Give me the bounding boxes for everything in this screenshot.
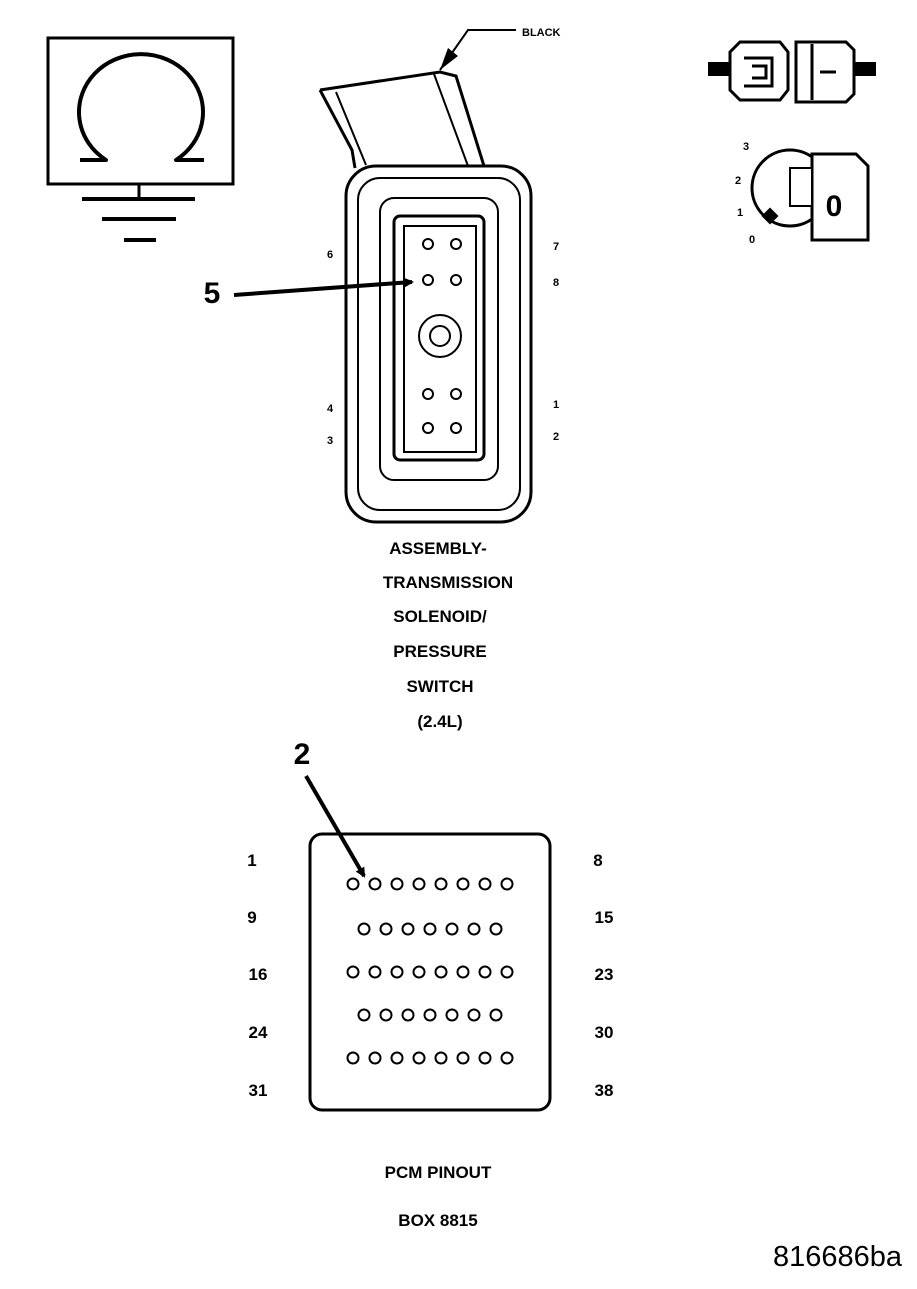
ohmmeter-icon: Ω	[46, 36, 235, 186]
pcm-pin-hole	[434, 1051, 448, 1065]
solenoid-callout-number: 5	[204, 277, 221, 310]
solenoid-pin-7: 7	[553, 241, 559, 253]
solenoid-caption-line-4: PRESSURE	[393, 642, 487, 661]
solenoid-caption-line-2: TRANSMISSION	[383, 573, 513, 592]
key-position-1: 1	[737, 207, 743, 219]
pcm-pin-8: 8	[593, 851, 602, 870]
solenoid-caption-line-1: ASSEMBLY-	[389, 539, 487, 558]
ground-icon	[82, 184, 195, 242]
pcm-pin-hole	[346, 965, 360, 979]
key-position-2: 2	[735, 175, 741, 187]
pcm-pin-hole	[445, 922, 459, 936]
connector-plug-icon	[708, 40, 876, 104]
pcm-pin-hole	[467, 922, 481, 936]
pcm-callout-number: 2	[294, 738, 311, 771]
pcm-pin-hole	[478, 965, 492, 979]
pcm-pin-hole	[478, 877, 492, 891]
pcm-pin-hole	[357, 922, 371, 936]
pcm-pin-hole	[434, 877, 448, 891]
key-position-3: 3	[743, 141, 749, 153]
pcm-pin-hole	[412, 877, 426, 891]
solenoid-pin-2: 2	[553, 431, 559, 443]
pcm-pin-hole	[445, 1008, 459, 1022]
pcm-pin-hole	[423, 1008, 437, 1022]
pcm-pin-hole	[489, 1008, 503, 1022]
pcm-pin-hole	[368, 1051, 382, 1065]
pcm-pin-hole	[500, 1051, 514, 1065]
pcm-pin-hole	[379, 922, 393, 936]
pcm-pin-hole	[379, 1008, 393, 1022]
pcm-pin-hole	[456, 1051, 470, 1065]
solenoid-pin-1: 1	[553, 399, 559, 411]
key-position-label: 0	[826, 190, 843, 223]
solenoid-pin-3: 3	[327, 435, 333, 447]
pcm-pin-hole	[412, 965, 426, 979]
pcm-pin-38: 38	[595, 1081, 614, 1100]
pcm-pin-hole	[368, 965, 382, 979]
figure-id: 816686ba	[773, 1241, 903, 1273]
solenoid-pin-4: 4	[327, 403, 334, 415]
pcm-pin-hole	[456, 965, 470, 979]
pcm-pin-hole	[390, 965, 404, 979]
wire-color-callout: BLACK	[439, 27, 561, 71]
pcm-pin-23: 23	[595, 965, 614, 984]
pcm-pin-9: 9	[247, 908, 256, 927]
pcm-pin-31: 31	[249, 1081, 268, 1100]
pcm-pin-1: 1	[247, 851, 256, 870]
solenoid-pin-6: 6	[327, 249, 333, 261]
pcm-pin-hole	[478, 1051, 492, 1065]
pcm-pin-16: 16	[249, 965, 268, 984]
key-position-0: 0	[749, 234, 755, 246]
pcm-caption-line-1: PCM PINOUT	[385, 1163, 492, 1182]
ohm-symbol-text: Ω	[140, 129, 141, 131]
pcm-pin-15: 15	[595, 908, 614, 927]
pcm-pin-hole	[368, 877, 382, 891]
pcm-pin-hole	[346, 877, 360, 891]
pcm-pin-hole	[500, 965, 514, 979]
pcm-pin-hole	[357, 1008, 371, 1022]
pcm-pinout-box	[308, 832, 552, 1112]
pcm-pin-hole	[412, 1051, 426, 1065]
pcm-pin-hole	[467, 1008, 481, 1022]
pcm-pin-hole	[390, 1051, 404, 1065]
pcm-pin-hole	[401, 1008, 415, 1022]
pcm-callout: 2	[294, 738, 366, 878]
pcm-pin-30: 30	[595, 1023, 614, 1042]
pcm-pin-grid	[346, 877, 514, 1065]
solenoid-caption-line-6: (2.4L)	[417, 712, 462, 731]
pcm-pin-hole	[456, 877, 470, 891]
pcm-pin-hole	[434, 965, 448, 979]
ignition-key-icon: 0 3 2 1 0	[735, 141, 870, 246]
pcm-pin-hole	[390, 877, 404, 891]
pcm-pin-hole	[423, 922, 437, 936]
pcm-pin-hole	[489, 922, 503, 936]
pcm-pin-hole	[401, 922, 415, 936]
solenoid-pin-8: 8	[553, 277, 559, 289]
solenoid-caption: ASSEMBLY- TRANSMISSION SOLENOID/ PRESSUR…	[383, 539, 513, 731]
wire-color-label: BLACK	[522, 27, 561, 39]
solenoid-caption-line-3: SOLENOID/	[393, 607, 487, 626]
solenoid-callout: 5	[204, 277, 414, 310]
solenoid-connector	[318, 70, 533, 524]
pcm-pin-hole	[346, 1051, 360, 1065]
pcm-pin-24: 24	[249, 1023, 268, 1042]
solenoid-caption-line-5: SWITCH	[406, 677, 473, 696]
pcm-caption-line-2: BOX 8815	[398, 1211, 477, 1230]
pcm-pin-hole	[500, 877, 514, 891]
